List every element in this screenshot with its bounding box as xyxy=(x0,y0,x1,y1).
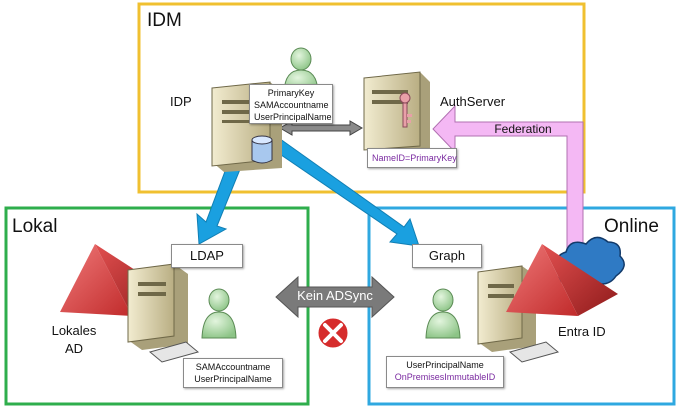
federation-label: Federation xyxy=(494,122,552,136)
ad-attributes-box: SAMAccountname UserPrincipalName xyxy=(183,358,283,388)
error-icon xyxy=(315,315,351,351)
idp-ldap-arrow xyxy=(196,157,244,245)
idp-attributes-box: PrimaryKey SAMAccountname UserPrincipalN… xyxy=(249,84,333,124)
authserver-icon xyxy=(363,71,430,156)
online-title: Online xyxy=(604,216,659,237)
adsync-arrow xyxy=(275,275,395,319)
authserver-label: AuthServer xyxy=(440,94,506,109)
graph-text: Graph xyxy=(428,248,466,263)
lokal-user-icon xyxy=(201,288,237,339)
lokales-ad-label-line1: Lokales xyxy=(51,323,97,338)
auth-nameid-box: NameID=PrimaryKey xyxy=(367,148,457,168)
entra-attributes-box: UserPrincipalName OnPremisesImmutableID xyxy=(386,356,504,388)
attr-userprincipalname: UserPrincipalName xyxy=(254,112,332,122)
entra-id-label: Entra ID xyxy=(558,324,606,339)
idm-title: IDM xyxy=(147,10,182,31)
lokal-keyboard-icon xyxy=(148,341,200,363)
attr-primarykey: PrimaryKey xyxy=(267,88,315,98)
entra-attr-upn: UserPrincipalName xyxy=(406,360,484,370)
idp-label: IDP xyxy=(170,94,192,109)
entra-user-icon xyxy=(425,288,461,339)
federation-arrow xyxy=(432,104,584,255)
entra-keyboard-icon xyxy=(508,341,560,363)
lokal-title: Lokal xyxy=(12,216,58,237)
key-icon xyxy=(399,92,412,128)
entra-id-pyramid-icon xyxy=(506,244,618,316)
entra-attr-immutable: OnPremisesImmutableID xyxy=(394,372,496,382)
kein-adsync-label: Kein ADSync xyxy=(297,288,373,303)
auth-nameid-text: NameID=PrimaryKey xyxy=(372,153,457,163)
ldap-text: LDAP xyxy=(190,248,224,263)
attr-samaccountname: SAMAccountname xyxy=(254,100,329,110)
lokal-server-icon xyxy=(127,263,188,350)
idp-graph-arrow xyxy=(267,135,420,247)
ad-attr-userprincipalname: UserPrincipalName xyxy=(194,374,272,384)
ldap-box: LDAP xyxy=(171,244,243,268)
lokales-ad-label: Lokales AD xyxy=(50,322,98,358)
database-icon xyxy=(251,135,273,164)
lokales-ad-label-line2: AD xyxy=(64,341,84,356)
idm-region xyxy=(137,2,586,194)
graph-box: Graph xyxy=(412,244,482,268)
ad-attr-samaccountname: SAMAccountname xyxy=(195,362,271,372)
